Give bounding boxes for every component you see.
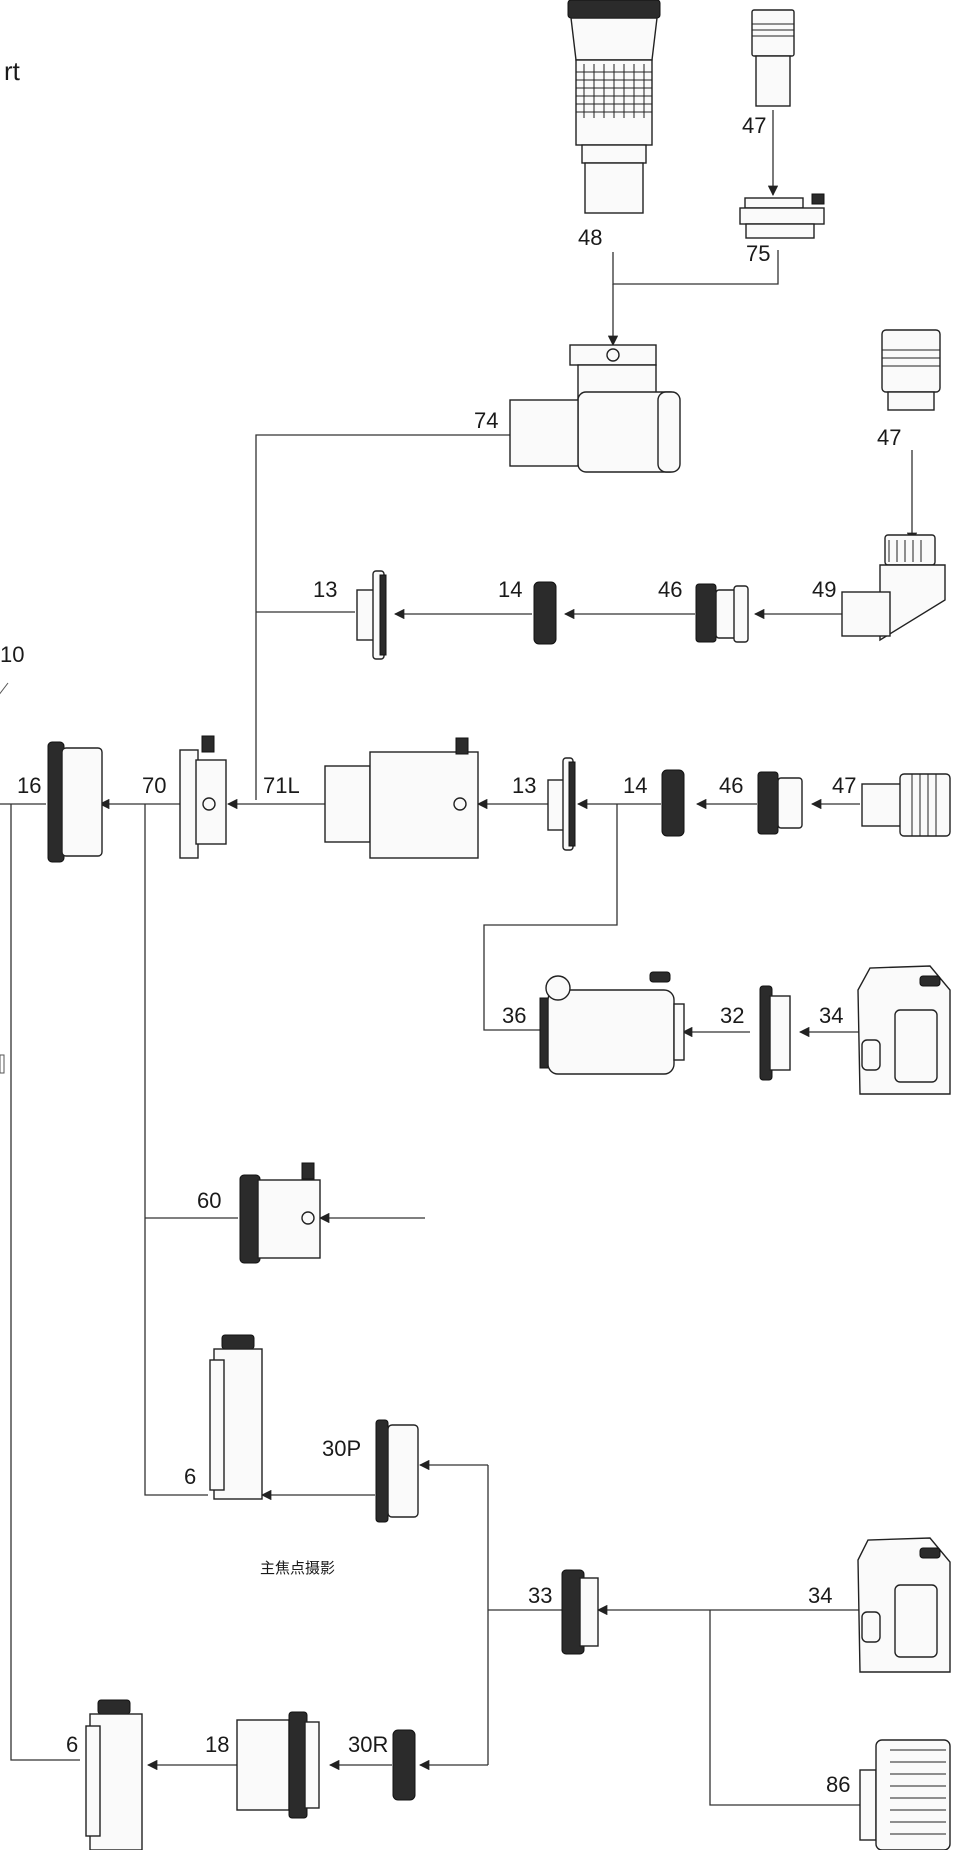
- line-70-trunk: [145, 804, 208, 1495]
- line-16-trunk: [11, 804, 80, 1760]
- label-30P: 30P: [322, 1436, 361, 1461]
- label-47-top: 47: [742, 113, 766, 138]
- label-34-a: 34: [819, 1003, 843, 1028]
- adapter-33-icon: [562, 1570, 598, 1654]
- adapter-30P-icon: [376, 1420, 418, 1522]
- adapter-13-a-icon: [357, 571, 386, 659]
- adapter-16-icon: [48, 742, 102, 862]
- adapter-14-a-icon: [534, 582, 556, 644]
- flip-mirror-71L-icon: [325, 738, 478, 858]
- label-6-a: 6: [184, 1464, 196, 1489]
- label-16: 16: [17, 773, 41, 798]
- leader-10: [0, 683, 8, 696]
- eyepiece-47-top-icon: [752, 10, 794, 106]
- diagonal-49-icon: [842, 535, 945, 640]
- caption-prime-focus: 主焦点摄影: [260, 1559, 335, 1577]
- adapter-14-b-icon: [662, 770, 684, 836]
- t-ring-6-a-icon: [210, 1335, 262, 1499]
- adapter-70-icon: [180, 736, 226, 858]
- connector-lines: [0, 110, 912, 1805]
- label-6-b: 6: [66, 1732, 78, 1757]
- edge-bracket: [0, 1055, 4, 1073]
- label-36: 36: [502, 1003, 526, 1028]
- label-48: 48: [578, 225, 602, 250]
- label-33: 33: [528, 1583, 552, 1608]
- label-46-a: 46: [658, 577, 682, 602]
- camera-86-icon: [860, 1740, 950, 1850]
- title-fragment: rt: [4, 56, 21, 86]
- label-46-b: 46: [719, 773, 743, 798]
- label-75: 75: [746, 241, 770, 266]
- t-ring-6-b-icon: [86, 1700, 142, 1850]
- label-13-a: 13: [313, 577, 337, 602]
- adapter-32-icon: [760, 986, 790, 1080]
- label-60: 60: [197, 1188, 221, 1213]
- camera-34-b-icon: [858, 1538, 950, 1672]
- label-49: 49: [812, 577, 836, 602]
- adapter-13-b-icon: [548, 758, 575, 850]
- label-18: 18: [205, 1732, 229, 1757]
- label-74: 74: [474, 408, 498, 433]
- label-86: 86: [826, 1772, 850, 1797]
- eyepiece-47-mid-icon: [862, 774, 950, 836]
- adapter-46-a-icon: [696, 584, 748, 642]
- label-47-right: 47: [877, 425, 901, 450]
- adapter-46-b-icon: [758, 772, 802, 834]
- adapter-60-icon: [240, 1163, 320, 1263]
- part-labels: 47 48 75 74 47 13 14 46 49 10 16 70 71L …: [0, 113, 901, 1797]
- label-14-b: 14: [623, 773, 647, 798]
- label-34-b: 34: [808, 1583, 832, 1608]
- extension-18-icon: [237, 1712, 319, 1818]
- label-10: 10: [0, 642, 24, 667]
- label-70: 70: [142, 773, 166, 798]
- label-13-b: 13: [512, 773, 536, 798]
- label-47-mid: 47: [832, 773, 856, 798]
- adapter-30R-icon: [393, 1730, 415, 1800]
- label-30R: 30R: [348, 1732, 388, 1757]
- label-14-a: 14: [498, 577, 522, 602]
- eyepiece-47-right-icon: [882, 330, 940, 410]
- camera-34-a-icon: [858, 966, 950, 1094]
- label-71L: 71L: [263, 773, 300, 798]
- eyepiece-48-icon: [568, 0, 660, 213]
- camera-adapter-36-icon: [540, 972, 684, 1074]
- label-32: 32: [720, 1003, 744, 1028]
- adapter-75-icon: [740, 194, 824, 238]
- flip-mirror-74-icon: [510, 345, 680, 472]
